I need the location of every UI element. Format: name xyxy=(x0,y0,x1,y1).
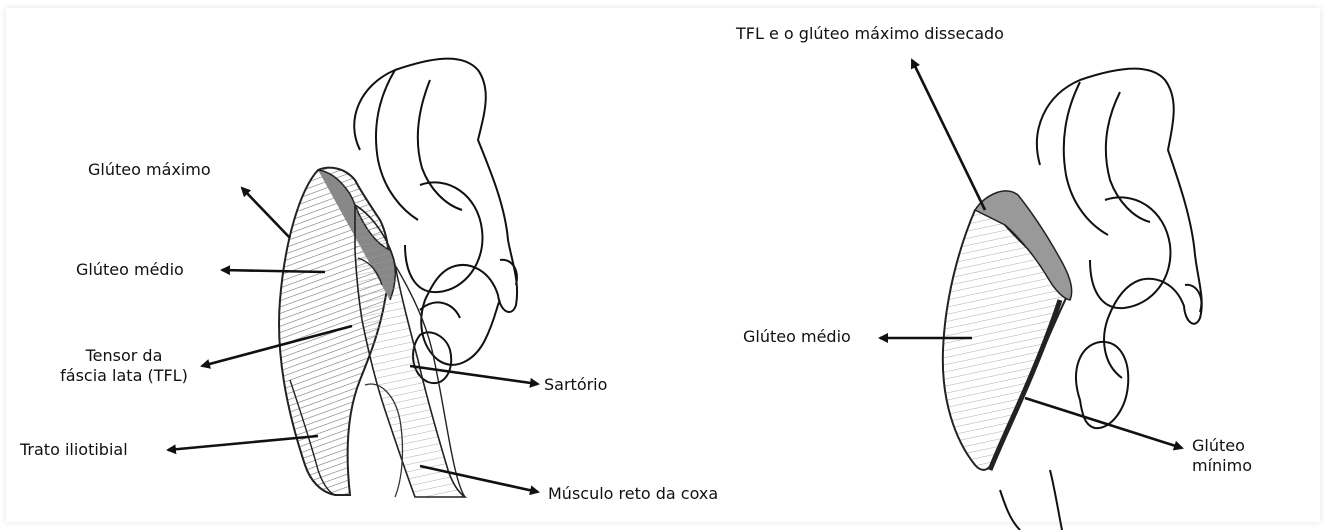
arrow-sartorio xyxy=(410,366,538,384)
right-pelvis-outline xyxy=(1037,69,1202,378)
label-gluteo-minimo-line1: Glúteo xyxy=(1192,436,1252,456)
right-hip-illustration xyxy=(943,69,1202,530)
label-sartorio: Sartório xyxy=(544,375,607,395)
label-tfl-dissecado: TFL e o glúteo máximo dissecado xyxy=(736,24,1004,44)
right-acetabulum xyxy=(1090,197,1170,308)
left-tfl-band xyxy=(355,205,465,497)
right-iliac-inner xyxy=(1064,82,1108,235)
left-hip-illustration xyxy=(279,59,517,497)
right-femur xyxy=(1000,490,1020,530)
label-tfl: Tensor da fáscia lata (TFL) xyxy=(54,346,194,386)
left-sciatic-notch xyxy=(420,302,460,318)
label-trato-iliotibial: Trato iliotibial xyxy=(20,440,128,460)
label-reto-coxa: Músculo reto da coxa xyxy=(548,484,718,504)
arrow-gluteo-minimo xyxy=(1025,398,1182,448)
right-obturator xyxy=(1076,342,1128,428)
left-iliac-ridge xyxy=(418,80,462,210)
label-gluteo-minimo-line2: mínimo xyxy=(1192,456,1252,476)
label-gluteo-minimo: Glúteo mínimo xyxy=(1192,436,1252,476)
label-tfl-line2: fáscia lata (TFL) xyxy=(54,366,194,386)
arrow-gluteo-maximo xyxy=(242,188,290,238)
label-gluteo-maximo: Glúteo máximo xyxy=(88,160,211,180)
label-gluteo-medio: Glúteo médio xyxy=(76,260,184,280)
label-gluteo-medio-right: Glúteo médio xyxy=(743,327,851,347)
arrow-tfl-dissecado xyxy=(912,60,985,210)
arrow-trato-iliotibial xyxy=(168,436,318,450)
left-iliac-inner xyxy=(376,70,418,220)
label-tfl-line1: Tensor da xyxy=(54,346,194,366)
